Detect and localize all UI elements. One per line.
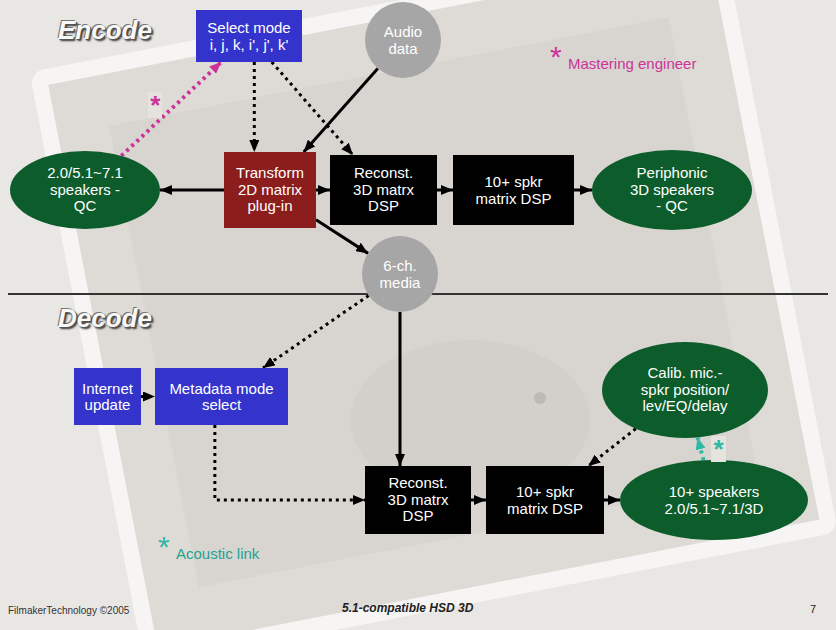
connector-arrow [121,62,221,156]
node-label: 10+ spkr matrix DSP [469,174,559,207]
node-text: Reconst. 3D matrx DSP [379,475,457,525]
node-label: Transform 2D matrix plug-in [229,165,311,215]
node-text: Reconst. 3D matrx DSP [345,165,423,215]
ellipse-fill [602,342,768,438]
connector-arrow [253,62,256,152]
node-label: Metadata mode select [164,380,279,413]
ellipse-fill [10,151,160,229]
node-text: 10+ spkr matrix DSP [500,484,590,517]
node-text: 6-ch. media [372,258,428,291]
update-box: Internet update [74,368,141,425]
node-label: Select mode i, j, k, i', j', k' [205,20,293,53]
note-text: Acoustic link [176,546,259,563]
node-text: Transform 2D matrix plug-in [229,165,311,215]
connector-arrow [141,395,155,398]
page-number: 7 [810,603,816,615]
connector-arrow [574,189,592,192]
node-label: Periphonic 3D speakers - QC [628,165,716,215]
node-text: Select mode i, j, k, i', j', k' [205,20,293,53]
node-label: 10+ spkr matrix DSP [500,484,590,517]
node-text: 10+ speakers 2.0/5.1~7.1/3D [659,484,769,517]
dsp-box: Reconst. 3D matrx DSP [365,466,471,534]
footer-text: FilmakerTechnology ©2005 [8,605,129,616]
calibration-ellipse: Calib. mic.- spkr position/ lev/EQ/delay [602,342,768,438]
section-heading: Decode [58,304,152,333]
connector-arrow [215,425,365,500]
connector-arrow [471,499,486,502]
asterisk-mark: * [158,530,170,563]
media-circle: 6-ch. media [362,236,438,312]
edge-asterisk: * [148,92,162,118]
connector-arrow [698,437,704,460]
node-text: Calib. mic.- spkr position/ lev/EQ/delay [635,365,735,415]
mode-select-box: Select mode i, j, k, i', j', k' [196,10,302,62]
node-label: 2.0/5.1~7.1 speakers - QC [47,165,123,215]
dsp-box: 10+ spkr matrix DSP [486,466,604,534]
node-label: Calib. mic.- spkr position/ lev/EQ/delay [635,365,735,415]
photo-spot [534,392,546,404]
connector-arrow [604,499,620,502]
note-text: Mastering engineer [568,56,696,73]
picture-frame [39,0,829,630]
connector-arrow [316,189,330,192]
edge-asterisk: * [711,436,725,462]
node-text: Metadata mode select [164,380,279,413]
node-text: Audio data [375,24,431,57]
plugin-box: Transform 2D matrix plug-in [224,152,316,228]
node-text: Internet update [79,380,137,413]
dsp-box: 10+ spkr matrix DSP [453,155,574,225]
connector-arrow [272,62,353,155]
node-label: Audio data [375,24,431,57]
ellipse-fill [620,460,808,540]
connector-arrow [588,429,636,466]
circle-fill [362,236,438,312]
mode-select-box: Metadata mode select [155,368,288,425]
node-label: 10+ speakers 2.0/5.1~7.1/3D [659,484,769,517]
connector-arrow [399,312,402,466]
asterisk-mark: * [550,40,562,73]
audio-source-circle: Audio data [365,2,441,78]
footer-text: 5.1-compatible HSD 3D [342,602,473,615]
node-label: 6-ch. media [372,258,428,291]
node-label: Reconst. 3D matrx DSP [379,475,457,525]
connector-arrow [263,296,369,368]
node-text: Periphonic 3D speakers - QC [628,165,716,215]
dsp-box: Reconst. 3D matrx DSP [330,155,437,225]
node-text: 10+ spkr matrix DSP [469,174,559,207]
node-label: Reconst. 3D matrx DSP [345,165,423,215]
speaker-qc-ellipse: 2.0/5.1~7.1 speakers - QC [10,151,160,229]
ellipse-fill [592,150,752,230]
speaker-ellipse: 10+ speakers 2.0/5.1~7.1/3D [620,460,808,540]
speaker-qc-ellipse: Periphonic 3D speakers - QC [592,150,752,230]
connector-arrow [437,189,453,192]
node-text: 2.0/5.1~7.1 speakers - QC [47,165,123,215]
circle-fill [365,2,441,78]
section-heading: Encode [58,16,152,45]
connector-arrow [160,189,224,192]
node-label: Internet update [79,380,137,413]
